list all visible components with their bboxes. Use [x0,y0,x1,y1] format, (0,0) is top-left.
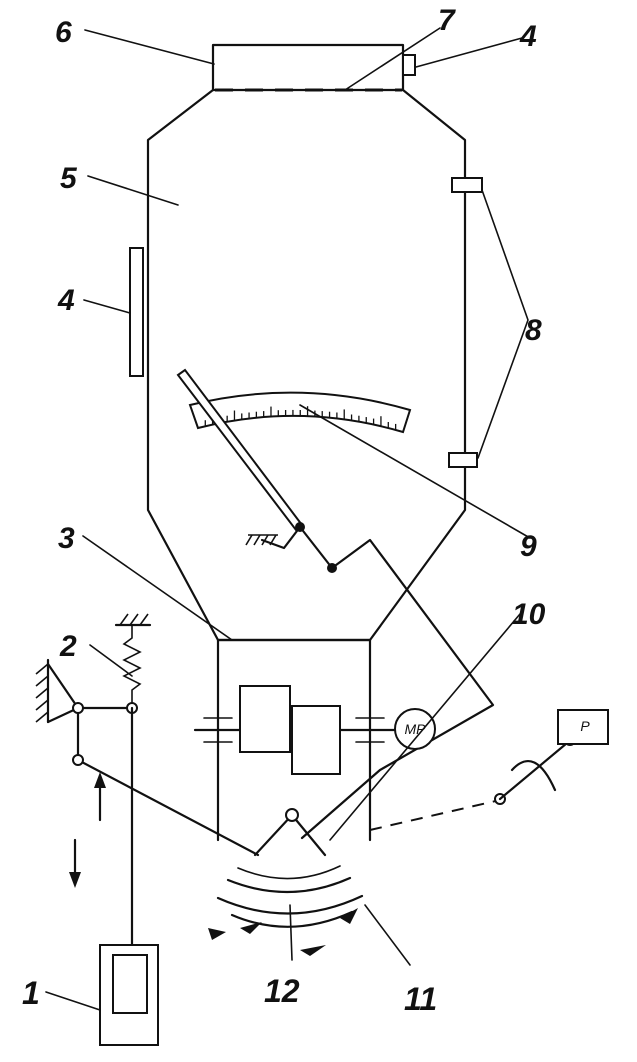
label-7: 7 [438,4,456,37]
sight-glass [129,247,144,377]
control-linkage: P [369,709,609,831]
label-2: 2 [59,630,77,663]
level-switches [448,177,529,468]
scale-dial [188,391,412,434]
label-5: 5 [60,162,78,195]
label-1: 1 [22,975,40,1011]
top-feeder [211,43,416,92]
label-6: 6 [55,16,72,49]
motor: MP [394,708,436,750]
labels: 6 7 4 5 4 8 9 3 10 2 1 12 11 [22,4,546,1017]
label-11: 11 [404,981,437,1017]
pointer-lever [176,368,495,840]
label-12: 12 [264,973,300,1009]
label-4-top: 4 [519,20,537,53]
label-8: 8 [525,314,542,347]
box-label: P [580,718,590,734]
label-3: 3 [58,522,75,555]
leader-lines [45,27,531,1011]
label-4-left: 4 [57,284,75,317]
linkage [35,613,260,947]
label-9: 9 [520,530,537,563]
lower-body [193,638,397,842]
label-10: 10 [512,598,546,631]
main-tank [146,88,467,642]
sector-gate [208,808,411,966]
weight [99,944,159,1046]
